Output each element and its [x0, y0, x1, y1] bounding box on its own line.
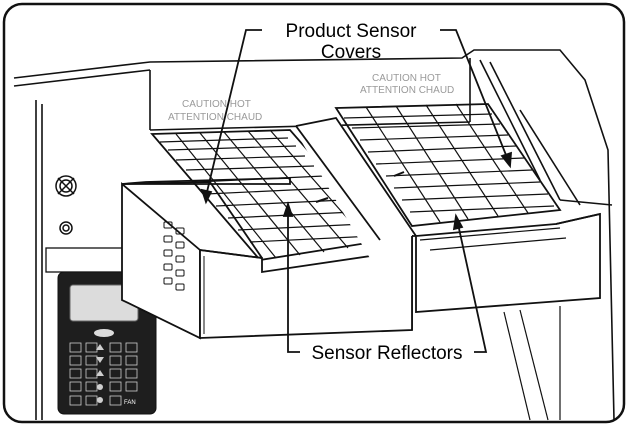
sensor-reflector-marks	[315, 171, 405, 203]
keypad-logo-icon	[94, 329, 114, 337]
caution-right-line2: ATTENTION CHAUD	[360, 85, 454, 96]
left-sensor-cover	[121, 177, 413, 340]
keypad-buttons	[69, 342, 138, 406]
callout-sensor-reflectors: Sensor Reflectors	[311, 343, 462, 364]
indicator-light-icon	[59, 221, 73, 235]
power-knob-icon	[55, 175, 77, 197]
caution-right: CAUTION HOT ATTENTION CHAUD	[360, 73, 454, 96]
oven-housing	[13, 49, 615, 421]
caution-right-line1: CAUTION HOT	[372, 73, 441, 84]
keypad-arrows	[96, 344, 104, 403]
conveyor-rails	[419, 227, 567, 421]
right-conveyor	[334, 103, 562, 227]
callout-leaders	[200, 29, 513, 353]
callout-product-sensor-covers: Product Sensor Covers	[286, 21, 418, 63]
callout-product-sensor-covers-line1: Product Sensor	[286, 21, 418, 42]
caution-left-line2: ATTENTION CHAUD	[168, 112, 262, 123]
control-panel: FAN	[45, 175, 157, 415]
caution-left: CAUTION HOT ATTENTION CHAUD	[168, 99, 262, 123]
keypad: FAN	[57, 271, 157, 415]
keypad-fan-key: FAN	[124, 400, 136, 406]
right-sensor-cover	[295, 116, 601, 330]
caution-left-line1: CAUTION HOT	[182, 99, 251, 110]
left-cover-vents	[163, 221, 185, 291]
callout-product-sensor-covers-line2: Covers	[321, 42, 381, 63]
